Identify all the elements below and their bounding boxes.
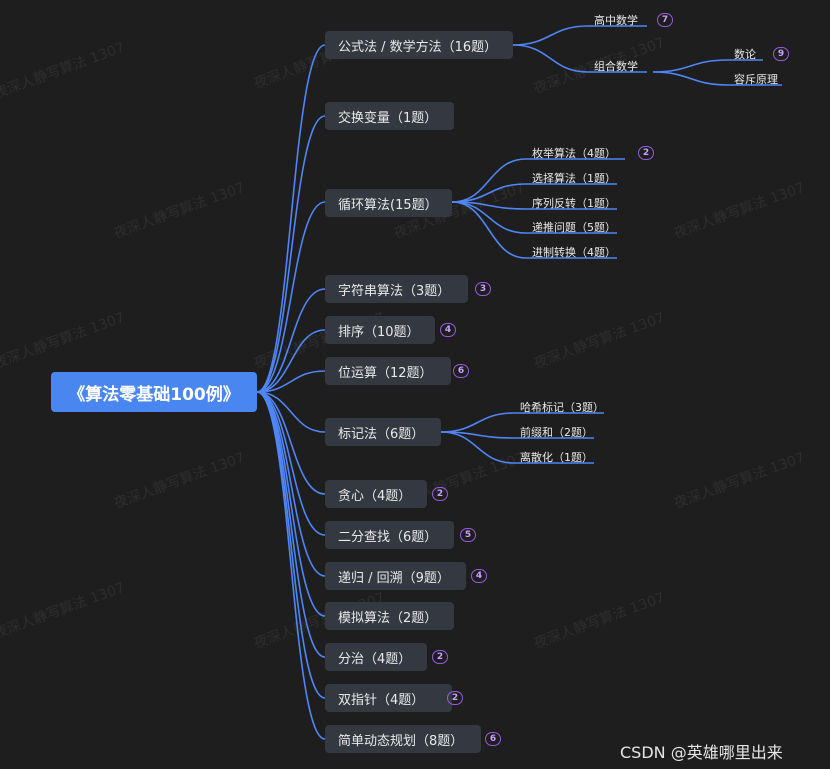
count-badge: 7 — [657, 13, 673, 27]
branch-node[interactable]: 循环算法(15题） — [325, 189, 452, 217]
count-badge: 5 — [460, 528, 476, 542]
connector-root-branch-10 — [256, 391, 326, 617]
connector-root-branch-6 — [256, 391, 326, 433]
branch-node[interactable]: 递归 / 回溯（9题） — [325, 562, 466, 590]
count-badge: 9 — [773, 47, 789, 61]
connector-loop-4 — [451, 201, 527, 259]
connector-root-branch-7 — [256, 391, 326, 495]
math-leaf[interactable]: 组合数学 — [594, 60, 638, 73]
branch-node[interactable]: 分治（4题） — [325, 643, 427, 671]
combinatorics-leaf[interactable]: 数论 — [734, 48, 756, 61]
count-badge: 2 — [638, 146, 654, 160]
branch-node[interactable]: 字符串算法（3题） — [325, 275, 468, 303]
connector-combinatorics-1 — [652, 71, 729, 86]
connector-root-branch-4 — [256, 329, 326, 393]
connector-root-branch-5 — [256, 370, 326, 393]
connector-marking-0 — [440, 412, 515, 433]
combinatorics-leaf[interactable]: 容斥原理 — [734, 73, 778, 86]
loop-leaf[interactable]: 选择算法（1题） — [532, 172, 616, 185]
loop-leaf[interactable]: 序列反转（1题） — [532, 197, 616, 210]
branch-node[interactable]: 双指针（4题） — [325, 684, 452, 712]
connector-root-branch-9 — [256, 391, 326, 577]
count-badge: 3 — [475, 282, 491, 296]
branch-node[interactable]: 位运算（12题） — [325, 357, 451, 385]
loop-leaf[interactable]: 递推问题（5题） — [532, 221, 616, 234]
branch-node[interactable]: 简单动态规划（8题） — [325, 725, 481, 753]
connector-loop-1 — [451, 183, 527, 203]
math-leaf[interactable]: 高中数学 — [594, 14, 638, 27]
connector-math-1 — [512, 44, 589, 73]
connector-math-0 — [512, 25, 589, 46]
count-badge: 4 — [440, 323, 456, 337]
branch-node[interactable]: 贪心（4题） — [325, 480, 427, 508]
connector-marking-2 — [440, 431, 515, 464]
branch-node[interactable]: 模拟算法（2题） — [325, 602, 454, 630]
branch-node[interactable]: 公式法 / 数学方法（16题） — [325, 31, 513, 59]
count-badge: 2 — [432, 487, 448, 501]
count-badge: 2 — [432, 650, 448, 664]
count-badge: 6 — [453, 364, 469, 378]
connector-root-branch-2 — [256, 201, 326, 393]
branch-node[interactable]: 交换变量（1题） — [325, 102, 454, 130]
connector-root-branch-0 — [256, 44, 326, 393]
connector-combinatorics-0 — [652, 59, 729, 73]
marking-leaf[interactable]: 前缀和（2题） — [520, 426, 593, 439]
connector-loop-0 — [451, 158, 527, 203]
count-badge: 6 — [485, 732, 501, 746]
credit-text: CSDN @英雄哪里出来 — [620, 743, 783, 762]
connector-root-branch-8 — [256, 391, 326, 536]
connector-root-branch-1 — [256, 115, 326, 393]
connector-root-branch-13 — [256, 391, 326, 740]
connector-root-branch-11 — [256, 391, 326, 658]
loop-leaf[interactable]: 枚举算法（4题） — [532, 147, 616, 160]
count-badge: 2 — [447, 691, 463, 705]
branch-node[interactable]: 标记法（6题） — [325, 418, 441, 446]
connector-loop-3 — [451, 201, 527, 234]
count-badge: 4 — [471, 569, 487, 583]
connector-root-branch-12 — [256, 391, 326, 699]
connector-root-branch-3 — [256, 288, 326, 393]
branch-node[interactable]: 二分查找（6题） — [325, 521, 454, 549]
loop-leaf[interactable]: 进制转换（4题） — [532, 246, 616, 259]
marking-leaf[interactable]: 哈希标记（3题） — [520, 401, 604, 414]
root-node[interactable]: 《算法零基础100例》 — [51, 372, 257, 412]
branch-node[interactable]: 排序（10题） — [325, 316, 435, 344]
marking-leaf[interactable]: 离散化（1题） — [520, 451, 593, 464]
